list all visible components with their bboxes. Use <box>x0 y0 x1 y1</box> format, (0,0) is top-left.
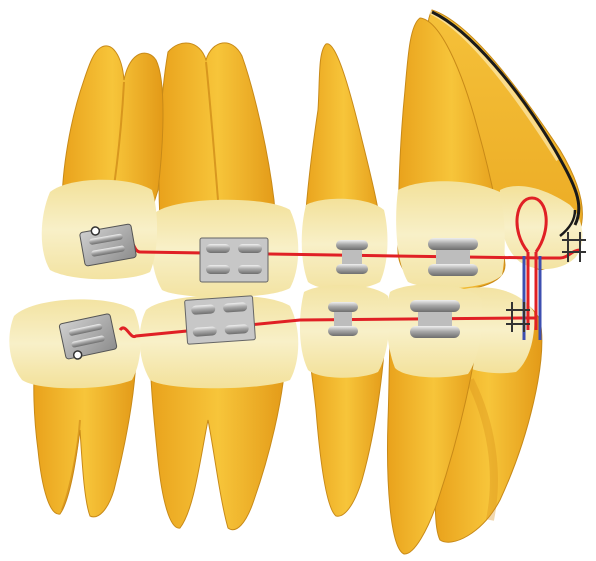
upper-premolar-bracket <box>200 238 268 282</box>
lower-premolar-bracket <box>185 296 256 345</box>
